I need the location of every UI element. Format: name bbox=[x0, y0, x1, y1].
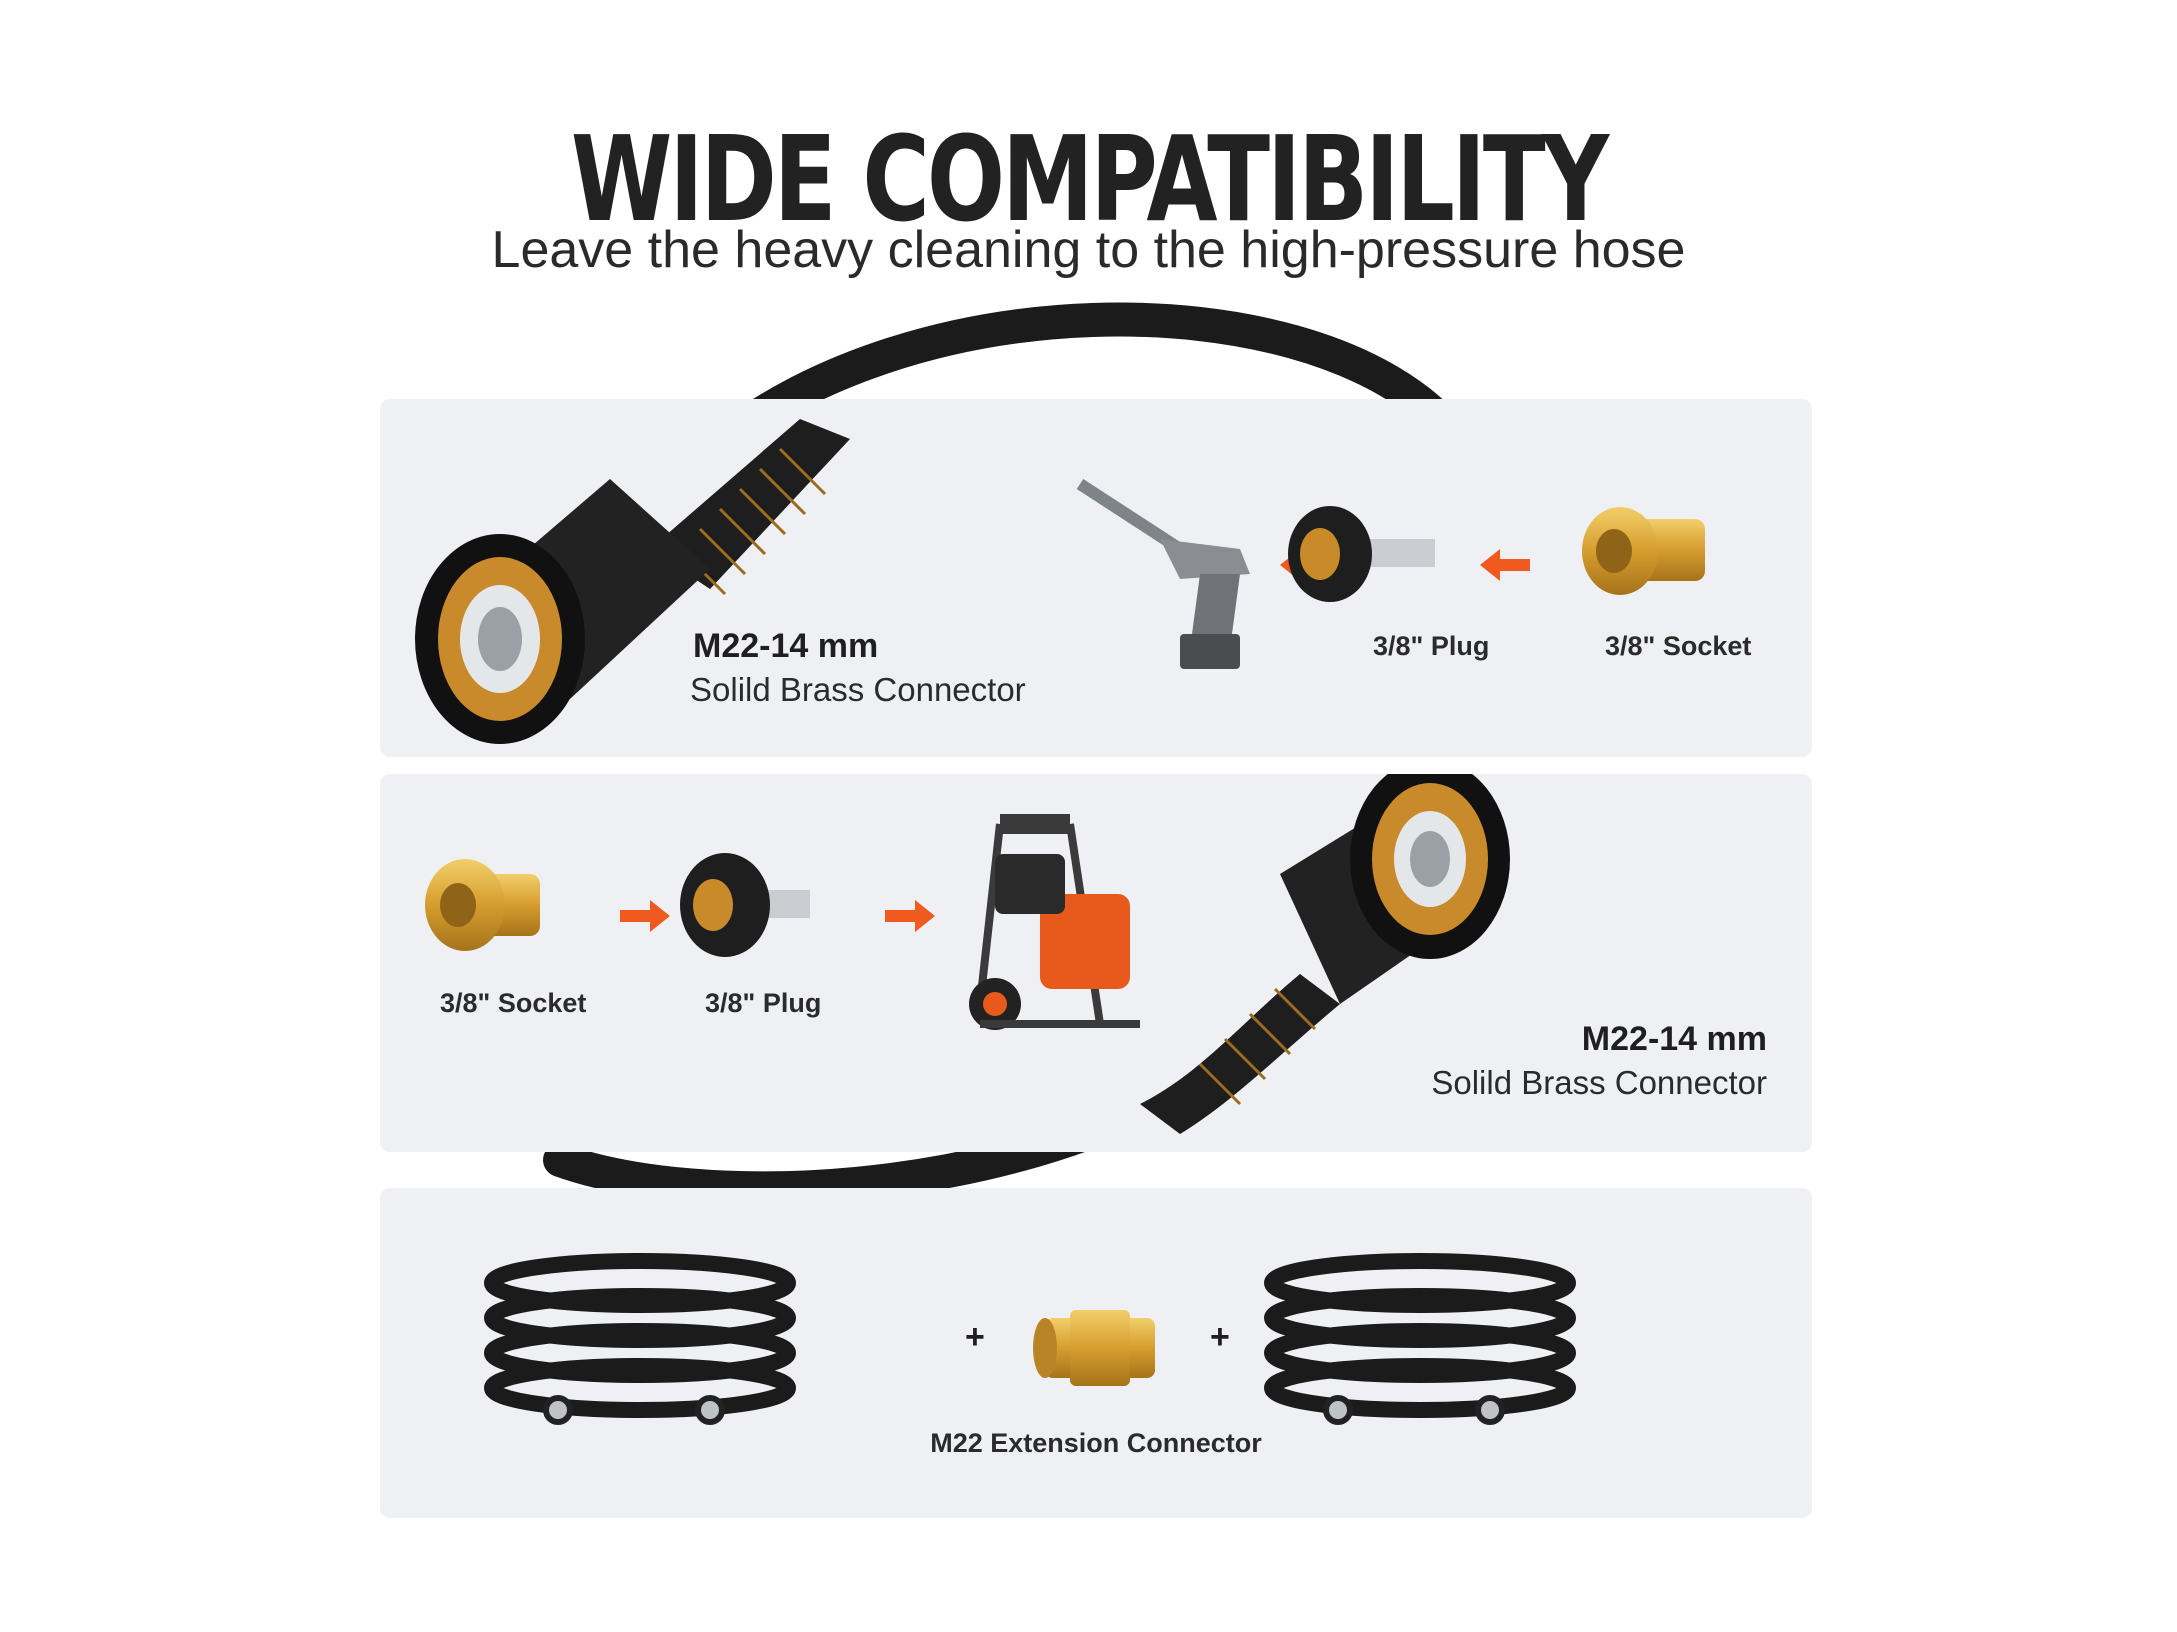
coiled-hose-right-icon bbox=[1264, 1253, 1576, 1425]
spray-gun-icon bbox=[1076, 478, 1250, 669]
extension-connector-icon bbox=[1033, 1310, 1155, 1386]
arrow-right-1-icon bbox=[620, 900, 670, 932]
top-panel: M22-14 mm Solild Brass Connector 3/8" Pl… bbox=[380, 399, 1812, 757]
middle-socket-label: 3/8" Socket bbox=[440, 988, 587, 1018]
middle-connector-desc: Solild Brass Connector bbox=[1431, 1064, 1767, 1101]
pressure-washer-icon bbox=[969, 814, 1140, 1030]
middle-panel-graphics bbox=[425, 774, 1510, 1134]
plus-left: + bbox=[965, 1318, 985, 1356]
coiled-hose-left-icon bbox=[484, 1253, 796, 1425]
top-plug-label: 3/8" Plug bbox=[1373, 631, 1490, 661]
page-subtitle: Leave the heavy cleaning to the high-pre… bbox=[491, 221, 1686, 279]
arrow-right-2-icon bbox=[885, 900, 935, 932]
middle-plug-label: 3/8" Plug bbox=[705, 988, 822, 1018]
bottom-panel-graphics bbox=[484, 1253, 1576, 1425]
middle-panel: 3/8" Socket 3/8" Plug M22-14 mm Solild B… bbox=[380, 774, 1812, 1152]
top-connector-size: M22-14 mm bbox=[693, 627, 879, 665]
plug-adapter-icon-middle bbox=[680, 853, 810, 957]
arrow-left-2-icon bbox=[1480, 549, 1530, 581]
socket-adapter-icon-middle bbox=[425, 859, 540, 951]
middle-connector-size: M22-14 mm bbox=[1581, 1020, 1767, 1058]
plug-adapter-icon-top bbox=[1288, 506, 1435, 602]
bottom-panel: + + M22 Extension Connector bbox=[380, 1188, 1812, 1518]
plus-right: + bbox=[1210, 1318, 1230, 1356]
page-title: WIDE COMPATIBILITY bbox=[570, 110, 1609, 248]
extension-connector-label: M22 Extension Connector bbox=[930, 1428, 1262, 1458]
hose-fitting-right-icon bbox=[1140, 774, 1510, 1134]
top-panel-graphics bbox=[415, 419, 1705, 744]
top-socket-label: 3/8" Socket bbox=[1605, 631, 1752, 661]
socket-adapter-icon-top bbox=[1582, 507, 1705, 595]
hose-fitting-left-icon bbox=[415, 419, 850, 744]
top-connector-desc: Solild Brass Connector bbox=[690, 671, 1026, 708]
